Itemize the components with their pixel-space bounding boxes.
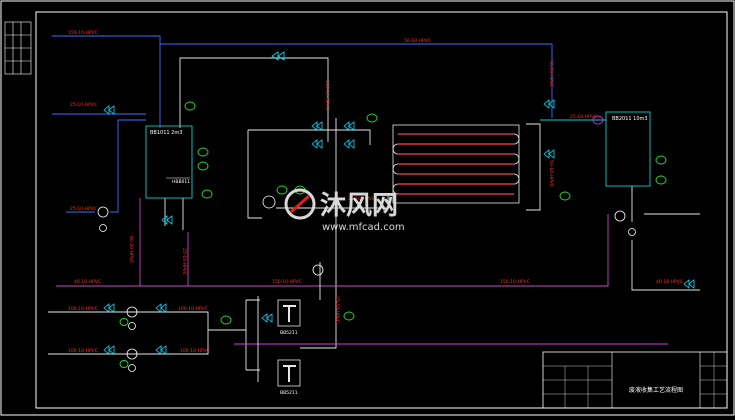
tank-left-label: BB1011 2m3 — [150, 130, 182, 136]
label-vert-e: 25-10-HPVC — [334, 296, 340, 323]
pipe-feed-row2 — [48, 330, 209, 355]
valve-hx-right-a-icon — [543, 99, 555, 109]
label-left-low: 25-10-HPVC — [70, 206, 97, 212]
label-vert-a: 100-10-HPVC — [324, 80, 330, 110]
valve-left-feed-icon — [103, 105, 115, 115]
column-a-label: BB5211 — [280, 330, 298, 336]
label-pump-left: 100-10-HPVC — [180, 348, 210, 354]
pipe-feed-row1 — [48, 311, 246, 331]
column-a: BB5211 — [277, 299, 301, 336]
watermark-cn: 沐风网 — [320, 191, 398, 221]
label-vert-d: 80-10-HPVC — [128, 236, 134, 263]
heat-exchanger — [392, 124, 520, 204]
instrument-feed1-icon — [119, 318, 129, 326]
instrument-tank-left-b-icon — [197, 147, 209, 157]
instrument-tank-left-c-icon — [197, 161, 209, 171]
instrument-tank-right-a-icon — [655, 155, 667, 165]
watermark: 沐风网 www.mfcad.com — [284, 188, 405, 233]
valve-tank-left-bottom-icon — [161, 215, 173, 225]
motor-right-icon — [628, 228, 636, 236]
instruments — [119, 101, 667, 368]
instrument-tank-left-a-icon — [184, 101, 196, 111]
pipe-hx-right — [526, 123, 541, 211]
watermark-url: www.mfcad.com — [322, 222, 405, 233]
instrument-magenta-icon — [592, 115, 604, 125]
instrument-feed2-icon — [119, 360, 129, 368]
tank-right: BB2011 10m3 — [605, 111, 651, 187]
pump-left-icon — [97, 206, 109, 218]
valve-mid-a-icon — [311, 121, 323, 131]
pump-mid-motor-icon — [312, 264, 324, 276]
instrument-col-a-icon — [220, 315, 232, 325]
valve-feed2-a-icon — [103, 345, 115, 355]
motor-left-icon — [99, 224, 107, 232]
instrument-mid-a-icon — [276, 185, 288, 195]
instrument-col-b-icon — [343, 311, 355, 321]
pipelines — [48, 35, 700, 382]
instrument-tank-left-d-icon — [201, 189, 213, 199]
label-bottom-center: 150-10-HPVC — [500, 279, 530, 285]
watermark-logo-icon — [284, 188, 316, 220]
drawing-title: 废液收集工艺流程图 — [629, 386, 683, 394]
pump-feed1-icon — [126, 306, 138, 318]
label-mid-small-a: 25-10-HPVC — [570, 114, 597, 120]
pipe-right-down — [631, 186, 700, 291]
motor-feed1-icon — [128, 322, 136, 330]
label-top-left: 150-10-HPVC — [68, 30, 98, 36]
pipe-bottom-header — [56, 214, 609, 287]
column-b-label: BB5211 — [280, 390, 298, 396]
valve-top-icon — [271, 51, 285, 61]
valve-mid-b-icon — [343, 121, 355, 131]
valve-feed1-a-icon — [103, 303, 115, 313]
label-top-center: 50-10-HPVC — [404, 38, 431, 44]
label-feed-row1: 100-10-HPVC — [68, 306, 98, 312]
valve-hx-right-b-icon — [543, 149, 555, 159]
pumps — [97, 195, 636, 372]
instrument-hx-right-icon — [559, 191, 571, 201]
label-left-bottom-out: 40-10-HPVC — [74, 279, 101, 285]
valve-mid-d-icon — [343, 139, 355, 149]
label-feed-row2: 100-10-HPVC — [68, 348, 98, 354]
pipe-left-pump — [66, 119, 146, 213]
valve-feed1-b-icon — [155, 303, 167, 313]
valve-right-out-icon — [683, 279, 695, 289]
label-col: 100-10-HPVC — [178, 306, 208, 312]
pipe-white-hx-loop — [247, 129, 371, 219]
title-block: 废液收集工艺流程图 — [542, 351, 728, 409]
label-left-mid: 25-10-HPVC — [70, 102, 97, 108]
tank-right-label: BB2011 10m3 — [612, 116, 648, 122]
revision-strip — [4, 21, 32, 75]
pipe-tank-left-bottom — [164, 198, 184, 230]
label-bottom-right: 150-10-HPVC — [272, 279, 302, 285]
valve-column-icon — [261, 313, 273, 323]
column-b: BB5211 — [277, 359, 301, 396]
valves — [103, 51, 695, 355]
label-mid-small-b: 25-10-HPVC — [348, 196, 375, 202]
label-vert-b: 50-10-HPVC — [548, 60, 554, 87]
pipe-white-loop — [179, 57, 329, 142]
pump-right-icon — [614, 210, 626, 222]
pipe-white-vert-main — [300, 118, 337, 349]
tank-left-tag: HBB011 — [172, 179, 190, 185]
pump-feed2-icon — [126, 348, 138, 360]
label-right-out: 40-10-HPVC — [656, 279, 683, 285]
tank-left: BB1011 2m3 HBB011 — [145, 125, 193, 199]
motor-feed2-icon — [128, 364, 136, 372]
instrument-hx-top-icon — [366, 113, 378, 123]
pipe-top-return — [160, 43, 553, 118]
valve-feed2-b-icon — [155, 345, 167, 355]
label-vert-c: 25-10-HPVC — [181, 248, 187, 275]
instrument-tank-right-b-icon — [655, 175, 667, 185]
pump-mid-icon — [262, 195, 276, 209]
label-hx-in: 50-10-HPVC — [548, 160, 554, 187]
pipe-labels: 150-10-HPVC 50-10-HPVC 25-10-HPVC 25-10-… — [68, 30, 683, 354]
pipe-top-header — [52, 35, 161, 128]
valve-mid-c-icon — [311, 139, 323, 149]
